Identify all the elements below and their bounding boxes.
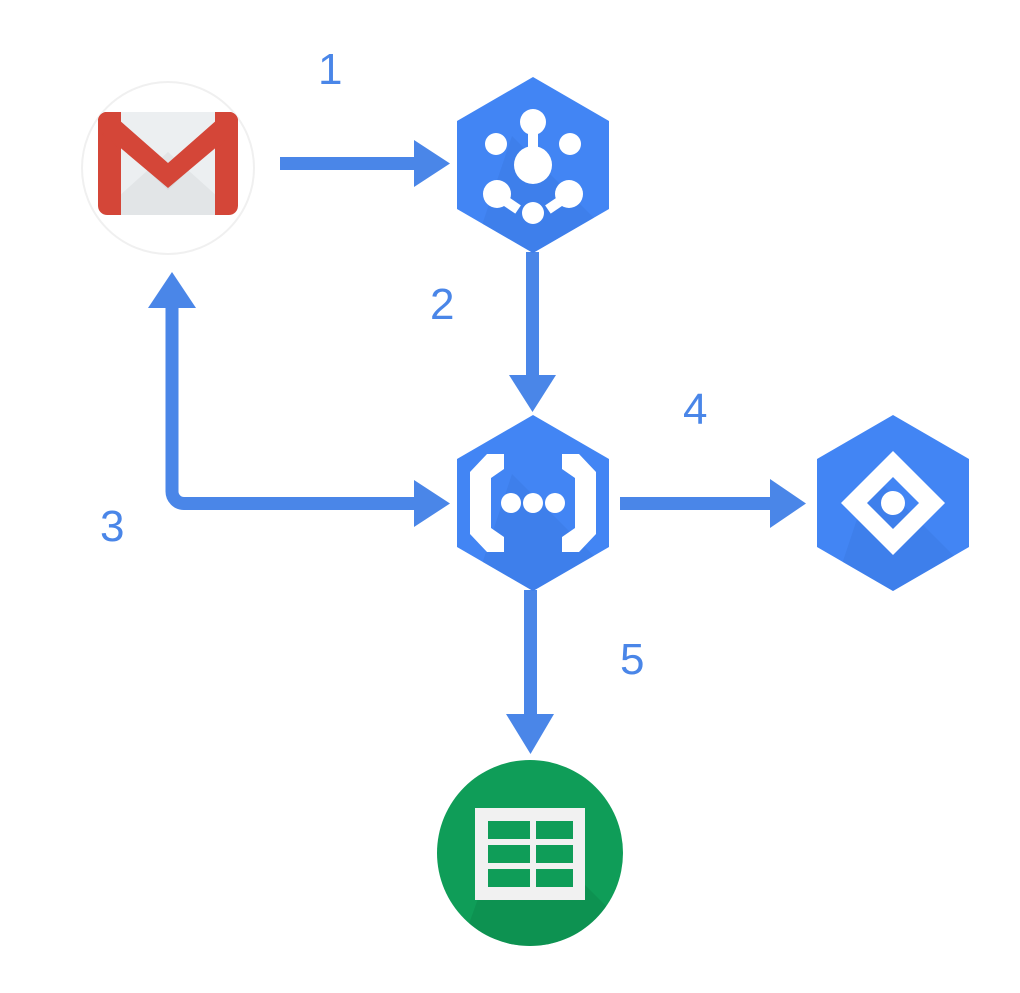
edge-label-3: 3 (100, 502, 125, 551)
cloud-vision-icon (841, 451, 945, 555)
node-cloud-pubsub[interactable] (430, 77, 680, 380)
cloud-functions-icon (470, 454, 596, 552)
edge-1-arrow-gmail-to-pubsub (280, 140, 450, 187)
gmail-icon (98, 112, 238, 215)
node-cloud-vision[interactable] (790, 415, 1020, 720)
edge-label-4: 4 (683, 385, 708, 434)
edge-2-arrow-pubsub-to-functions (509, 252, 556, 412)
edge-4-arrow-functions-to-vision (620, 479, 806, 528)
edges-group (148, 140, 806, 754)
google-sheets-icon (475, 808, 585, 900)
node-cloud-functions[interactable] (430, 415, 700, 720)
edge-label-1: 1 (318, 45, 343, 94)
hexagon-shadow-vision (817, 474, 969, 591)
edge-3-arrow-functions-to-gmail (148, 272, 450, 527)
edge-label-2: 2 (430, 280, 455, 329)
node-google-sheets[interactable] (420, 760, 700, 993)
node-gmail[interactable] (81, 81, 255, 255)
edge-label-5: 5 (620, 635, 645, 684)
edge-5-arrow-functions-to-sheets (506, 590, 554, 754)
cloud-pubsub-icon (483, 109, 583, 224)
